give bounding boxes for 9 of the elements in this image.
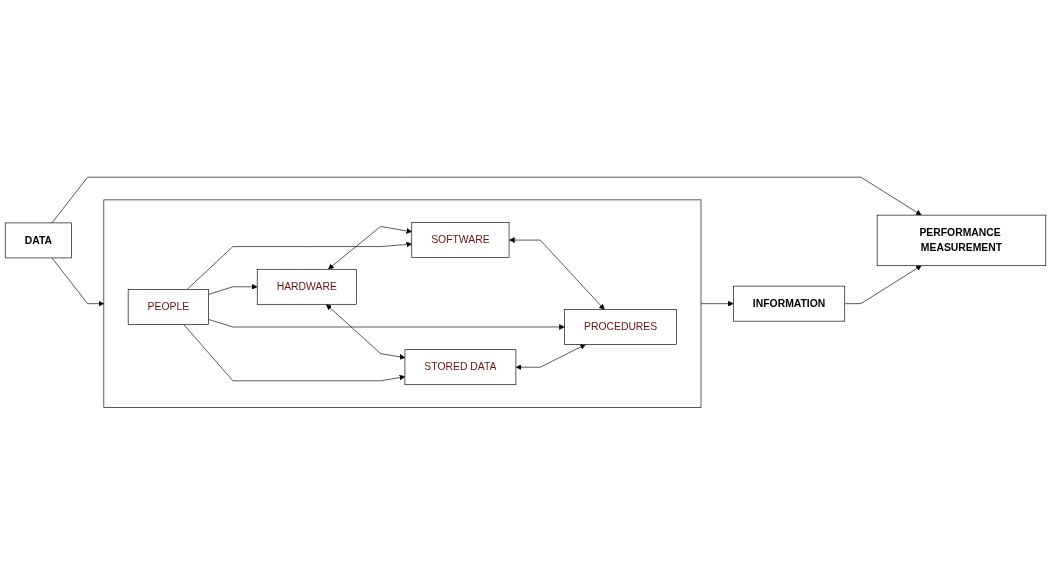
cluster — [103, 199, 702, 408]
node-box: HARDWARE — [256, 269, 357, 305]
node-box: PERFORMANCE MEASUREMENT — [876, 215, 1047, 267]
node-box: SOFTWARE — [411, 222, 510, 259]
node-box: INFORMATION — [733, 286, 846, 322]
node-box: STORED DATA — [404, 349, 517, 386]
node-box: PROCEDURES — [564, 309, 677, 346]
node-box: PEOPLE — [127, 289, 209, 325]
node-box: DATA — [4, 222, 72, 259]
